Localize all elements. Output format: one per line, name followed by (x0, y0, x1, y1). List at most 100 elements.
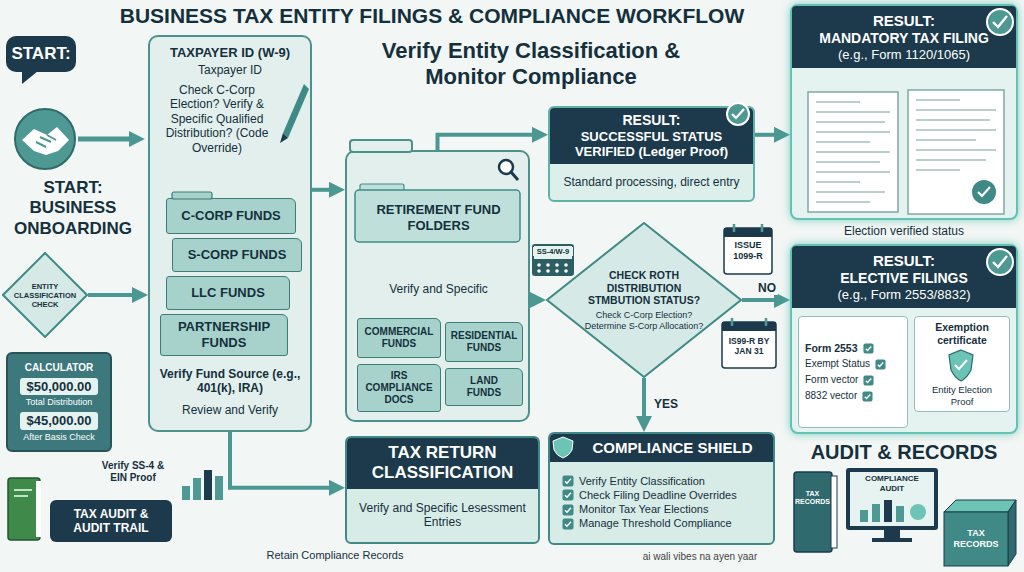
edge-label: YES (652, 397, 680, 411)
fund-folder: COMMERCIAL FUNDS (357, 318, 441, 358)
flow-arrow (78, 139, 132, 140)
node-heading: Exemption certificate (921, 321, 1003, 346)
form-pages (908, 90, 1004, 214)
check-badge (987, 9, 1013, 35)
bar-chart (182, 470, 223, 500)
node-text: Manage Threshold Compliance (562, 517, 732, 530)
node-text: Form vector (805, 374, 874, 386)
records-box (1008, 500, 1016, 566)
node-heading: TAX RETURN CLASSIFICATION (355, 443, 530, 484)
records-book (794, 472, 837, 552)
box-label: TAX RECORDS (946, 528, 1006, 550)
pen-icon (283, 84, 309, 138)
bar-chart (204, 470, 212, 500)
node-text: Verify Fund Source (e.g., 401(k), IRA) (156, 367, 304, 396)
calendar-icon (724, 224, 772, 274)
node-text: Verify and Specific (361, 282, 516, 296)
result-panel: RESULT:ELECTIVE FILINGS(e.g., Form 2553/… (790, 244, 1018, 434)
monitor-icon (872, 538, 912, 542)
diamond-shape (547, 223, 741, 377)
monitor-icon (860, 510, 868, 522)
body-area: Verify Entity ClassificationCheck Filing… (550, 462, 773, 543)
handshake-icon (15, 109, 75, 169)
node-heading: LAND FUNDS (452, 375, 516, 399)
bar-chart (193, 478, 201, 500)
node-heading: PARTNERSHIP FUNDS (167, 319, 281, 350)
calculator-icon (532, 244, 574, 276)
node-heading: RESIDENTIAL FUNDS (451, 330, 518, 354)
calculator-icon (534, 246, 572, 259)
folder-tab (172, 192, 212, 199)
node-heading: IRS COMPLIANCE DOCS (364, 370, 434, 406)
fund-folder: LLC FUNDS (166, 276, 290, 310)
monitor-icon (846, 468, 938, 530)
header-band: RESULT:ELECTIVE FILINGS(e.g., Form 2553/… (792, 246, 1016, 308)
inner-folder (355, 190, 520, 242)
header-band: RESULT:SUCCESSFUL STATUS VERIFIED (Ledge… (550, 108, 753, 164)
fund-folder: LAND FUNDS (445, 368, 523, 406)
card-shield (949, 350, 973, 381)
node-text: Total Distribution (26, 397, 93, 408)
fund-folder: RESIDENTIAL FUNDS (445, 322, 523, 362)
monitor-icon (850, 472, 934, 526)
flow-connector (742, 298, 777, 302)
checklist-box: COMPLIANCE SHIELDVerify Entity Classific… (548, 432, 775, 545)
folder-tab (350, 140, 412, 152)
note-label: Verify SS-4 & EIN Proof (100, 460, 166, 484)
node-text: Check C-Corp Election? Determine S-Corp … (582, 310, 706, 332)
fund-folder: IRS COMPLIANCE DOCS (357, 364, 441, 412)
calendar-icon (732, 318, 766, 326)
form-card: Form 2553Exempt StatusForm vector 8832 ve… (798, 316, 908, 428)
flow-connector (530, 298, 533, 302)
fund-folder: S-CORP FUNDS (172, 238, 302, 272)
caption-label: Election verified status (790, 224, 1018, 238)
bubble-tail (22, 71, 38, 84)
check-badge (727, 103, 749, 125)
node-text: Verify Entity Classification (562, 475, 705, 488)
book-icon (14, 490, 32, 496)
node-heading: Form 2553 (805, 342, 874, 355)
node-text: Monitor Tax Year Elections (562, 503, 708, 516)
classification-box: TAX RETURN CLASSIFICATION Verify and Spec… (345, 436, 540, 544)
node-text: 8832 vector (805, 390, 873, 402)
node-text: Check C-Corp Election? Verify & Specific… (156, 83, 278, 155)
calculator-icon (555, 269, 559, 273)
header-band: RESULT:MANDATORY TAX FILING(e.g., Form 1… (792, 6, 1016, 68)
calendar-icon (724, 228, 772, 237)
form-pages (808, 92, 898, 212)
body-area: Standard processing, direct entry (550, 164, 753, 200)
calculator-icon (537, 269, 541, 273)
records-box (944, 500, 1016, 566)
start-label: START: BUSINESS ONBOARDING (6, 178, 140, 239)
calculator-icon (546, 263, 550, 267)
text-column: CHECK ROTH DISTRIBUTION STMBUTION STATUS… (582, 269, 706, 331)
text-column: ENTITY CLASSIFICATION CHECK (9, 282, 81, 309)
magnifier-icon (499, 160, 513, 174)
node-text: Verify and Specific Lesessment Entries (355, 501, 530, 530)
node-text: Exempt Status (805, 358, 886, 370)
node-text: $50,000.00 (20, 378, 97, 396)
form-pages (972, 180, 996, 204)
bar-chart (182, 486, 190, 500)
node-text: $45,000.00 (20, 412, 97, 430)
node-heading: S-CORP FUNDS (188, 247, 287, 263)
node-heading: RESULT: (873, 12, 935, 30)
records-box (944, 500, 1016, 512)
book-icon (8, 478, 41, 540)
check-badge (987, 9, 1013, 35)
node-text: ELECTIVE FILINGS (840, 270, 968, 287)
node-text: SUCCESSFUL STATUS VERIFIED (Ledger Proof… (574, 129, 729, 160)
node-heading: CALCULATOR (25, 362, 94, 374)
records-book (831, 476, 837, 548)
folder-tab (172, 192, 212, 199)
header-band: COMPLIANCE SHIELD (550, 434, 773, 462)
shield-icon (553, 437, 573, 458)
node-text: Taxpayer ID (156, 63, 304, 77)
audit-box: TAX AUDIT & AUDIT TRAIL (50, 500, 172, 542)
monitor-icon (896, 506, 904, 522)
diagram-title: BUSINESS TAX ENTITY FILINGS & COMPLIANCE… (78, 3, 786, 28)
handshake-icon (36, 135, 56, 147)
fund-folder: PARTNERSHIP FUNDS (160, 314, 288, 356)
form-pages (978, 187, 990, 196)
node-text: Check Filing Deadline Overrides (562, 489, 737, 502)
